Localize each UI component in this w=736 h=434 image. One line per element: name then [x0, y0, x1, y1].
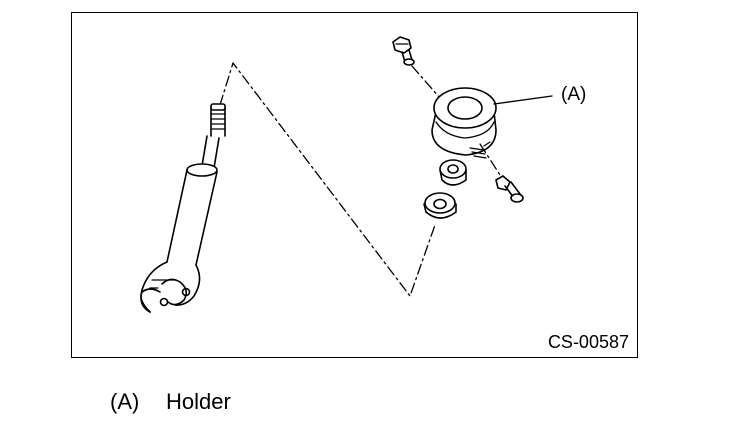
callout-leader-line [493, 95, 553, 105]
assembly-path-line [219, 62, 436, 297]
upper-bolt-guide-line [411, 65, 441, 99]
upper-bolt [392, 36, 441, 99]
legend-key: (A) [110, 389, 140, 414]
legend: (A) Holder [110, 389, 231, 415]
diagram-frame: CS-00587 [71, 12, 638, 358]
legend-name: Holder [166, 389, 231, 414]
figure-code: CS-00587 [547, 332, 629, 352]
lower-bolt [479, 143, 524, 203]
shock-absorber [140, 103, 226, 313]
callout-label-a: (A) [561, 84, 587, 105]
upper-bushing [439, 159, 467, 186]
lower-bushing [423, 192, 457, 219]
holder-part [431, 87, 497, 159]
